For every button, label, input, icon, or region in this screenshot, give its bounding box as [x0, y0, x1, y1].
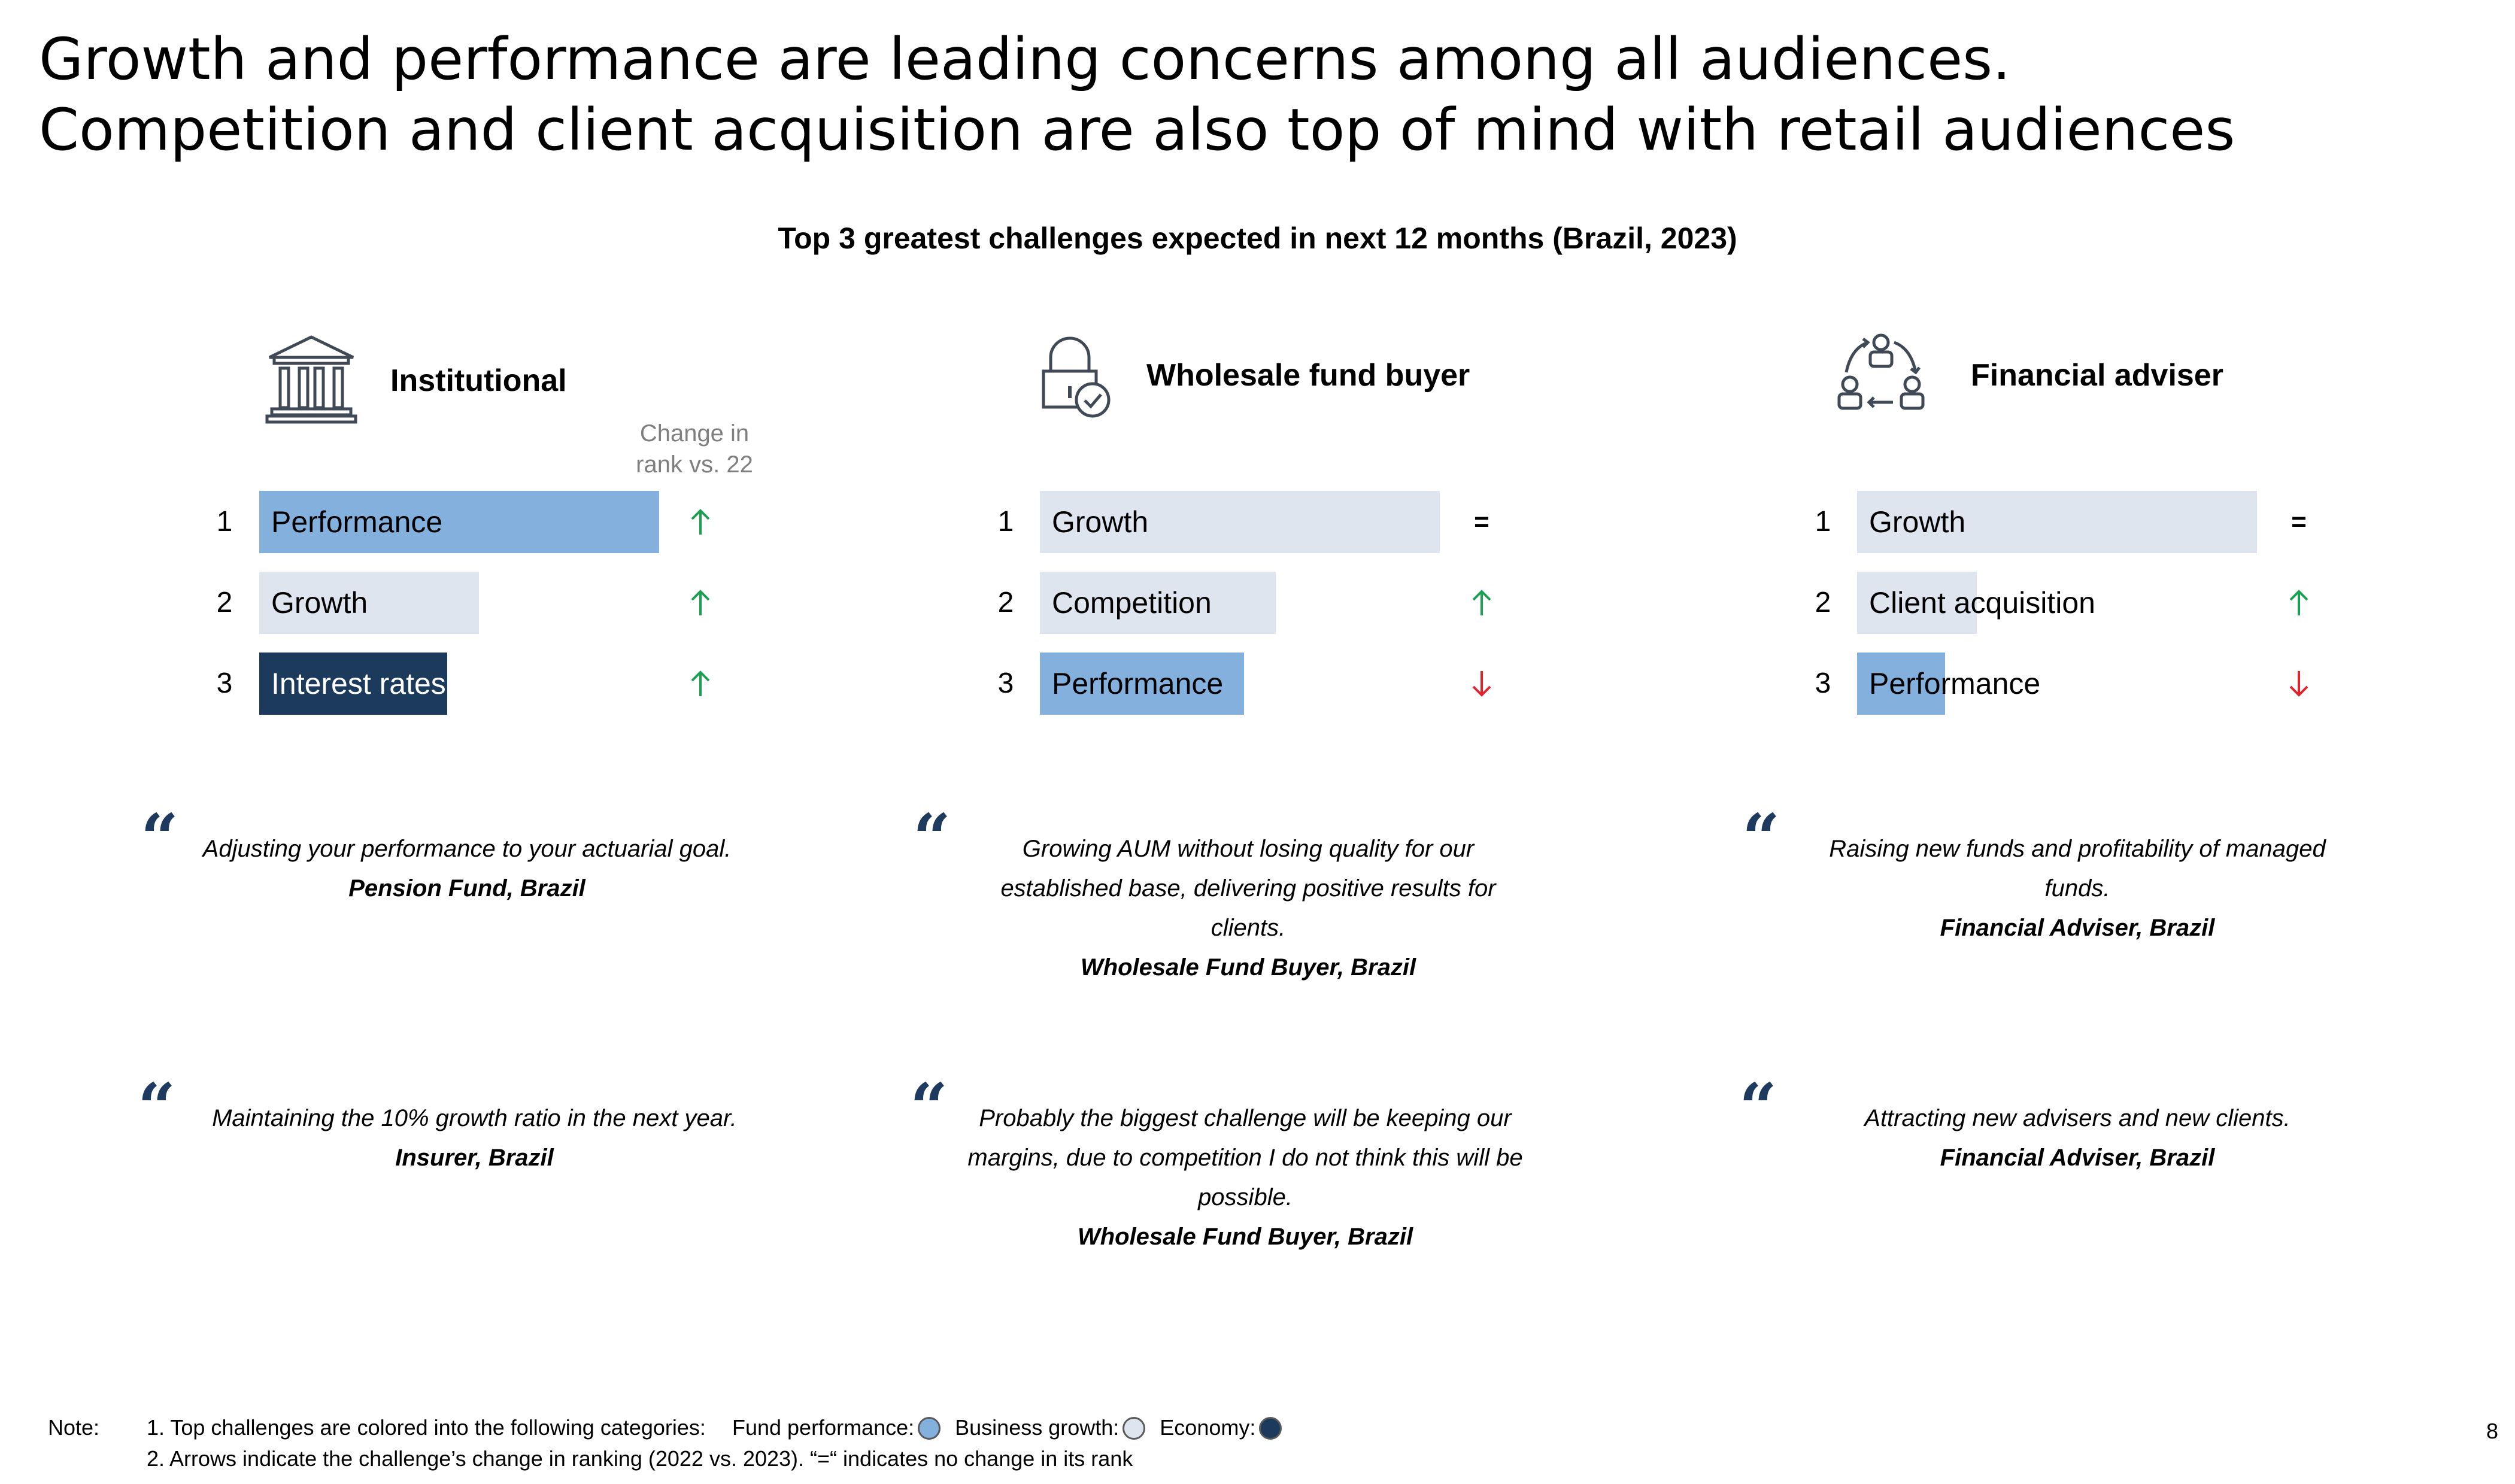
challenge-label: Growth	[1869, 505, 1966, 539]
rank-change-indicator: =	[1464, 491, 1500, 553]
rank-change-indicator	[682, 491, 718, 553]
quote: Maintaining the 10% growth ratio in the …	[180, 1098, 769, 1178]
rank-number: 2	[216, 587, 233, 618]
challenge-label: Competition	[1052, 586, 1212, 620]
rank-number: 3	[1815, 667, 1831, 699]
quote-mark-icon: “	[1739, 1069, 1777, 1146]
quote: Raising new funds and profitability of m…	[1796, 829, 2359, 948]
legend-swatch	[1123, 1417, 1146, 1440]
challenge-bar	[1040, 653, 1244, 715]
note-label: Note:	[48, 1415, 100, 1440]
legend-business-growth-label: Business growth:	[955, 1415, 1120, 1440]
rank-number: 1	[216, 506, 233, 538]
change-in-rank-header: Change in rank vs. 22	[636, 420, 753, 478]
legend-economy-label: Economy:	[1160, 1415, 1256, 1440]
challenge-bar	[1040, 572, 1276, 634]
rank-change-indicator	[2281, 653, 2317, 715]
challenge-label: Performance	[1869, 667, 2041, 700]
bank-building-icon	[263, 332, 359, 425]
quote-source: Insurer, Brazil	[395, 1145, 554, 1171]
quote-source: Wholesale Fund Buyer, Brazil	[1077, 1224, 1413, 1250]
challenge-label: Growth	[271, 586, 368, 620]
quote: Adjusting your performance to your actua…	[180, 829, 754, 908]
arrow-up-icon	[691, 590, 710, 615]
quote-text: Growing AUM without losing quality for o…	[1000, 836, 1496, 941]
challenge-bar	[259, 491, 659, 553]
challenge-bar	[1857, 491, 2257, 553]
quote-text: Raising new funds and profitability of m…	[1829, 836, 2326, 902]
arrow-down-icon	[2289, 671, 2308, 697]
rank-number: 3	[997, 667, 1014, 699]
note-line-1: 1. Top challenges are colored into the f…	[147, 1413, 1290, 1443]
page-title: Growth and performance are leading conce…	[39, 26, 2235, 163]
quote-mark-icon: “	[913, 799, 951, 876]
rank-change-indicator	[1464, 572, 1500, 634]
arrow-up-icon	[2289, 590, 2308, 615]
rank-change-indicator	[2281, 572, 2317, 634]
people-network-icon	[1833, 329, 1929, 422]
arrow-down-icon	[1472, 671, 1491, 697]
challenge-bar	[259, 572, 479, 634]
no-change-equals: =	[1474, 507, 1489, 536]
quote-source: Pension Fund, Brazil	[348, 875, 585, 902]
chart-subtitle: Top 3 greatest challenges expected in ne…	[778, 221, 1737, 255]
quote-text: Maintaining the 10% growth ratio in the …	[212, 1105, 737, 1131]
note-line-2: 2. Arrows indicate the challenge’s chang…	[147, 1446, 1133, 1471]
rank-number: 2	[997, 587, 1014, 618]
no-change-equals: =	[2291, 507, 2307, 536]
quote-source: Financial Adviser, Brazil	[1940, 915, 2215, 941]
quote-source: Wholesale Fund Buyer, Brazil	[1080, 954, 1416, 981]
rank-change-indicator	[682, 572, 718, 634]
challenge-label: Performance	[1052, 667, 1224, 700]
challenge-label: Client acquisition	[1869, 586, 2095, 620]
page-number: 8	[2486, 1419, 2498, 1443]
quote-mark-icon: “	[910, 1069, 948, 1146]
legend-swatch	[1259, 1417, 1282, 1440]
quote-mark-icon: “	[1742, 799, 1780, 876]
panel-title-financial-adviser: Financial adviser	[1971, 358, 2223, 393]
quote: Probably the biggest challenge will be k…	[958, 1098, 1533, 1257]
rank-change-indicator: =	[2281, 491, 2317, 553]
quote: Growing AUM without losing quality for o…	[973, 829, 1524, 987]
rank-change-indicator	[682, 653, 718, 715]
legend-fund-performance-label: Fund performance:	[732, 1415, 915, 1440]
note-line-1-text: 1. Top challenges are colored into the f…	[147, 1415, 706, 1440]
arrow-up-icon	[691, 670, 710, 696]
rank-change-indicator	[1464, 653, 1500, 715]
challenge-label: Growth	[1052, 505, 1149, 539]
padlock-check-icon	[1039, 332, 1117, 422]
challenge-bar	[1857, 572, 1977, 634]
legend-swatch	[918, 1417, 941, 1440]
quote-mark-icon: “	[141, 799, 179, 876]
arrow-up-icon	[1472, 590, 1491, 615]
rank-number: 1	[997, 506, 1014, 538]
quote-text: Adjusting your performance to your actua…	[202, 836, 732, 862]
quote-text: Attracting new advisers and new clients.	[1864, 1105, 2290, 1131]
panel-title-institutional: Institutional	[390, 363, 567, 398]
quote-source: Financial Adviser, Brazil	[1940, 1145, 2215, 1171]
quote-text: Probably the biggest challenge will be k…	[967, 1105, 1523, 1210]
panel-title-wholesale-fund-buyer: Wholesale fund buyer	[1146, 358, 1470, 393]
arrow-up-icon	[691, 509, 710, 535]
rank-number: 1	[1815, 506, 1831, 538]
rank-number: 3	[216, 667, 233, 699]
challenge-bar	[1040, 491, 1440, 553]
rank-number: 2	[1815, 587, 1831, 618]
challenge-label: Performance	[271, 505, 443, 539]
quote: Attracting new advisers and new clients.…	[1796, 1098, 2359, 1178]
challenge-bar	[1857, 653, 1945, 715]
challenge-bar	[259, 653, 447, 715]
quote-mark-icon: “	[138, 1069, 176, 1146]
challenge-label: Interest rates	[271, 667, 446, 700]
